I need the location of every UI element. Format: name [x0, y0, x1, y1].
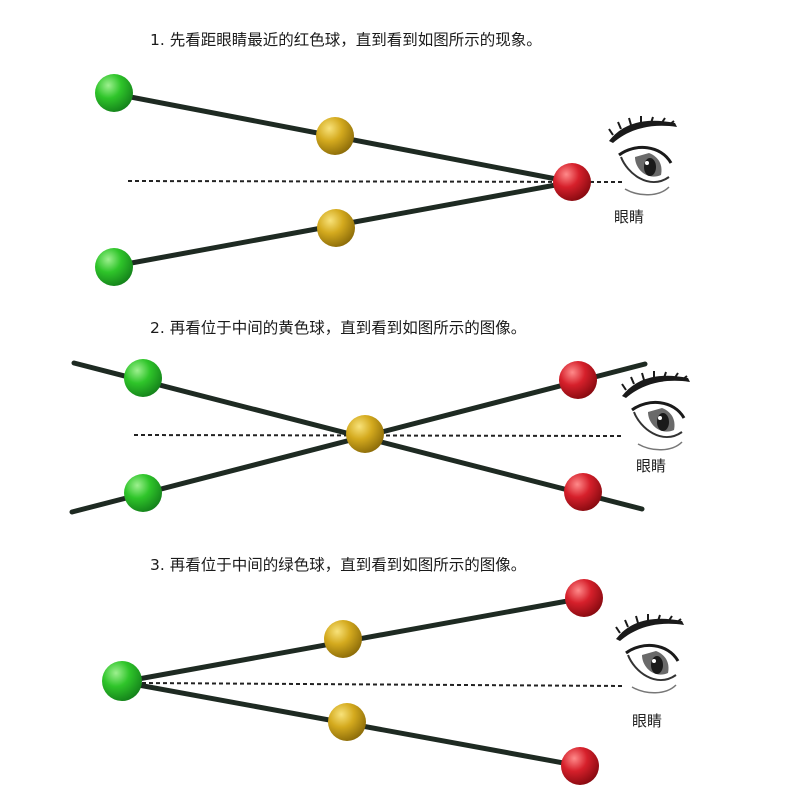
step-3-caption: 3. 再看位于中间的绿色球，直到看到如图所示的图像。	[150, 556, 527, 574]
panel-1	[95, 74, 677, 286]
step-3-eye-label: 眼睛	[632, 712, 663, 730]
step-1-caption: 1. 先看距眼睛最近的红色球，直到看到如图所示的现象。	[150, 31, 542, 49]
green-ball	[95, 74, 133, 112]
green-ball	[95, 248, 133, 286]
red-ball	[564, 473, 602, 511]
step-2-caption: 2. 再看位于中间的黄色球，直到看到如图所示的图像。	[150, 319, 527, 337]
dotted-line	[141, 682, 623, 687]
green-ball	[124, 474, 162, 512]
eye-icon	[615, 614, 684, 694]
yellow-ball	[324, 620, 362, 658]
eye-icon	[621, 371, 690, 451]
green-ball	[124, 359, 162, 397]
dotted-line	[127, 180, 623, 183]
dotted-line	[133, 434, 623, 437]
red-ball	[553, 163, 591, 201]
red-ball	[559, 361, 597, 399]
yellow-ball	[316, 117, 354, 155]
step-2-eye-label: 眼睛	[636, 457, 667, 475]
green-ball	[102, 661, 142, 701]
yellow-ball	[317, 209, 355, 247]
red-ball	[561, 747, 599, 785]
step-1-eye-label: 眼睛	[614, 208, 645, 226]
yellow-ball	[328, 703, 366, 741]
panel-2	[69, 359, 690, 515]
red-ball	[565, 579, 603, 617]
yellow-ball	[346, 415, 384, 453]
panel-3	[102, 579, 684, 785]
eye-icon	[608, 116, 677, 196]
